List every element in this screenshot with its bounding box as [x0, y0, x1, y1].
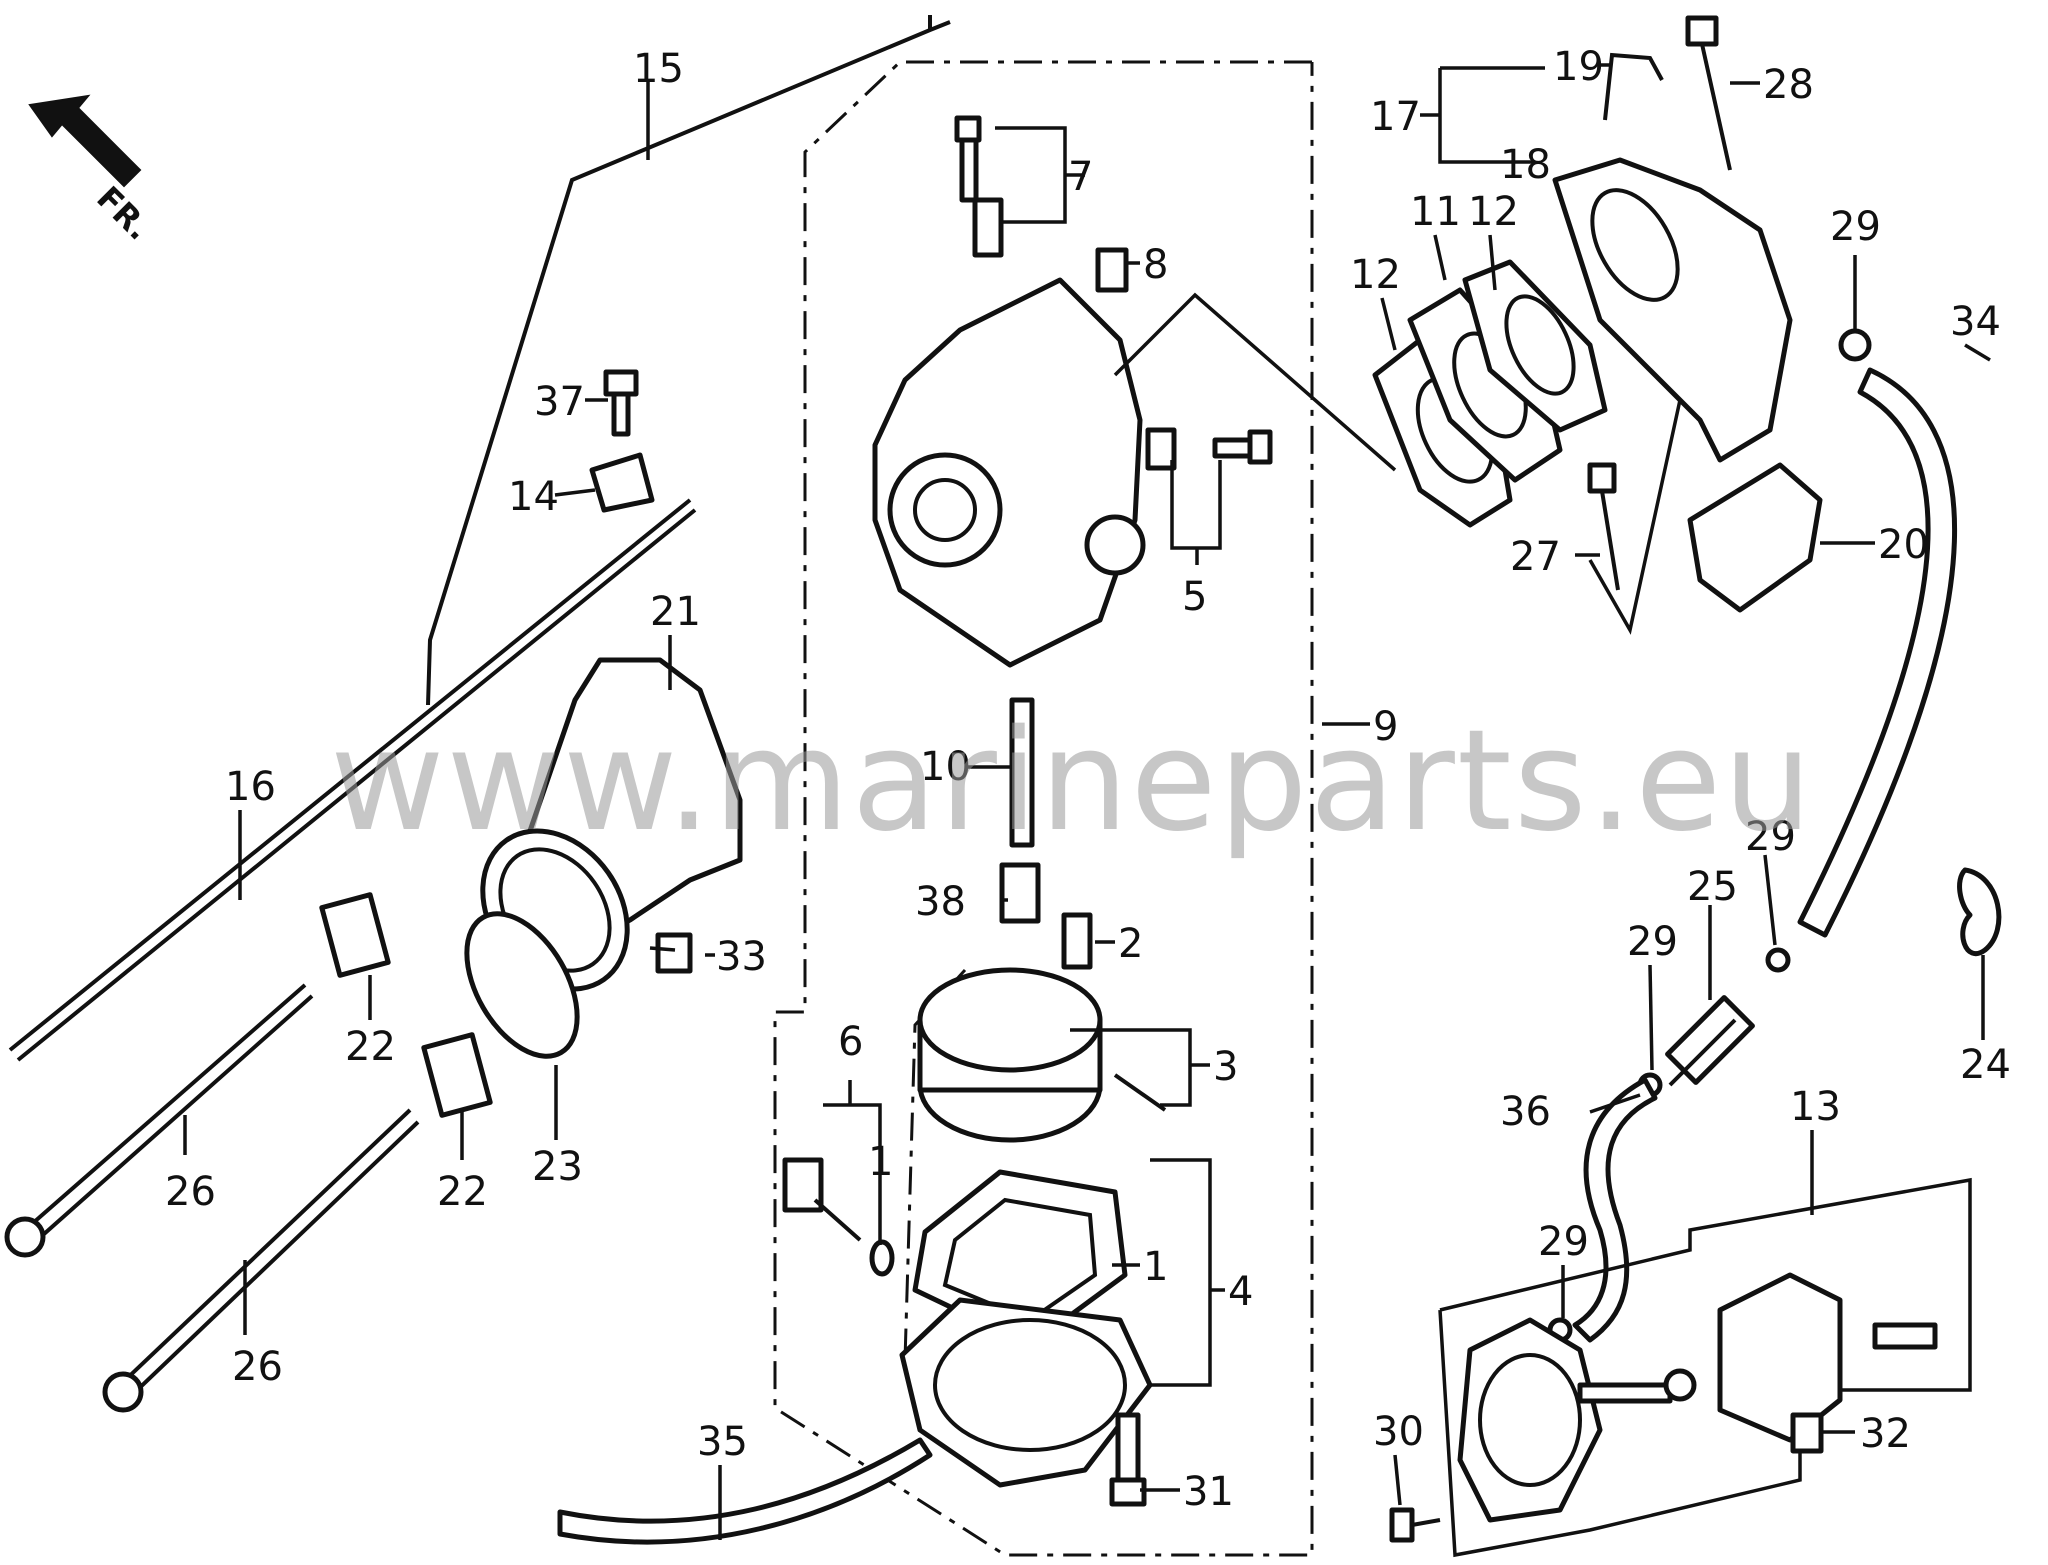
- fuel-pump-13: [1457, 1272, 1938, 1523]
- choke-cable-16-b: [16, 508, 697, 1062]
- callout-21: 21: [650, 589, 701, 635]
- callout-12-left: 12: [1350, 252, 1401, 298]
- front-direction-arrow-icon: FR.: [28, 94, 158, 248]
- drain-screw-6: [782, 1157, 895, 1277]
- cap-8: [1095, 247, 1129, 293]
- callout-1: 1: [1143, 1244, 1168, 1290]
- callout-6: 6: [838, 1019, 863, 1065]
- carburetor-body: [872, 277, 1146, 668]
- callout-11: 11: [1410, 189, 1461, 235]
- callout-22-lower: 22: [437, 1169, 488, 1215]
- callout-4: 4: [1228, 1269, 1253, 1315]
- hose-clip-29-top: [1838, 328, 1872, 362]
- callout-29-top: 29: [1830, 204, 1881, 250]
- callout-20: 20: [1878, 522, 1929, 568]
- hose-clip-24: [1957, 867, 2002, 957]
- callout-2: 2: [1118, 921, 1143, 967]
- throttle-stop-screw-5: [1145, 427, 1273, 471]
- main-jet-2: [1061, 912, 1093, 970]
- clip-14: [589, 452, 655, 513]
- callout-29-left: 29: [1627, 919, 1678, 965]
- callout-1-drain: 1: [868, 1139, 893, 1185]
- callout-33: 33: [716, 934, 767, 980]
- callout-numbers: 15 16 37 14 21 33 22 22 23 26 26 7 8 5 9…: [165, 44, 2011, 1515]
- callout-14: 14: [508, 474, 559, 520]
- manifold-gasket-20: [1687, 462, 1823, 613]
- intake-manifold-18: [1552, 157, 1793, 463]
- long-bolt-26-upper: [4, 983, 314, 1258]
- watermark-text: www.marineparts.eu: [330, 700, 1815, 863]
- callout-29-low: 29: [1538, 1219, 1589, 1265]
- callout-22-upper: 22: [345, 1024, 396, 1070]
- front-direction-label: FR.: [89, 179, 158, 248]
- callout-34: 34: [1950, 299, 2001, 345]
- callout-24: 24: [1960, 1042, 2011, 1088]
- long-bolt-26-lower: [102, 1108, 420, 1413]
- fuel-filter-25: [1665, 995, 1755, 1087]
- callout-7: 7: [1068, 154, 1093, 200]
- callout-3: 3: [1213, 1044, 1238, 1090]
- collar-22-upper: [319, 892, 391, 978]
- spring-38: [999, 862, 1041, 924]
- hose-clip-29-mid: [1765, 947, 1791, 973]
- choke-cable-16: [8, 498, 692, 1052]
- callout-9: 9: [1373, 704, 1398, 750]
- callout-29-mid: 29: [1745, 814, 1796, 860]
- callout-23: 23: [532, 1144, 583, 1190]
- pilot-screw-7: [954, 115, 1004, 258]
- callout-17: 17: [1370, 94, 1421, 140]
- carburetor-assembly-boundary: [773, 60, 1314, 1557]
- vent-fitting-19: [1603, 52, 1664, 121]
- nut-32: [1790, 1412, 1824, 1454]
- gasket-12-right: [1462, 259, 1608, 433]
- carb-to-gasket-leader: [1113, 292, 1397, 472]
- callout-16: 16: [225, 764, 276, 810]
- callout-30: 30: [1373, 1409, 1424, 1455]
- callout-38: 38: [915, 879, 966, 925]
- fuel-pump-assembly-boundary: [1438, 1177, 1972, 1558]
- callout-35: 35: [697, 1419, 748, 1465]
- collar-22-lower: [421, 1032, 493, 1118]
- insulator-11: [1407, 287, 1563, 483]
- bolt-27: [1587, 462, 1620, 591]
- callout-5: 5: [1182, 574, 1207, 620]
- manifold-leader: [1588, 399, 1682, 635]
- callout-25: 25: [1687, 864, 1738, 910]
- float-3: [917, 967, 1167, 1143]
- callout-26-lower: 26: [232, 1344, 283, 1390]
- callout-32: 32: [1860, 1411, 1911, 1457]
- callout-28: 28: [1763, 62, 1814, 108]
- drain-bolt-31: [1109, 1412, 1147, 1507]
- callout-26-upper: 26: [165, 1169, 216, 1215]
- bolt-28: [1685, 15, 1732, 171]
- intake-screen-23: [464, 911, 580, 1059]
- callout-27: 27: [1510, 534, 1561, 580]
- callout-12-right: 12: [1468, 189, 1519, 235]
- callout-10: 10: [920, 744, 971, 790]
- callout-19: 19: [1553, 44, 1604, 90]
- drain-tube-35: [557, 1437, 933, 1545]
- callout-31: 31: [1183, 1469, 1234, 1515]
- float-chamber-4: [899, 1297, 1153, 1488]
- callout-36: 36: [1500, 1089, 1551, 1135]
- throttle-rod-15: [426, 15, 951, 706]
- fuel-hose-34: [1797, 367, 1958, 938]
- callout-13: 13: [1790, 1084, 1841, 1130]
- callout-37: 37: [534, 379, 585, 425]
- screw-30: [1389, 1507, 1441, 1543]
- callout-18: 18: [1500, 142, 1551, 188]
- callout-8: 8: [1143, 242, 1168, 288]
- fuel-tube-36: [1572, 1077, 1658, 1343]
- nut-33: [655, 932, 693, 974]
- callout-15: 15: [633, 46, 684, 92]
- callout-leaders: [183, 63, 1991, 1540]
- screw-37: [603, 369, 639, 437]
- needle-jet-10: [1009, 697, 1035, 848]
